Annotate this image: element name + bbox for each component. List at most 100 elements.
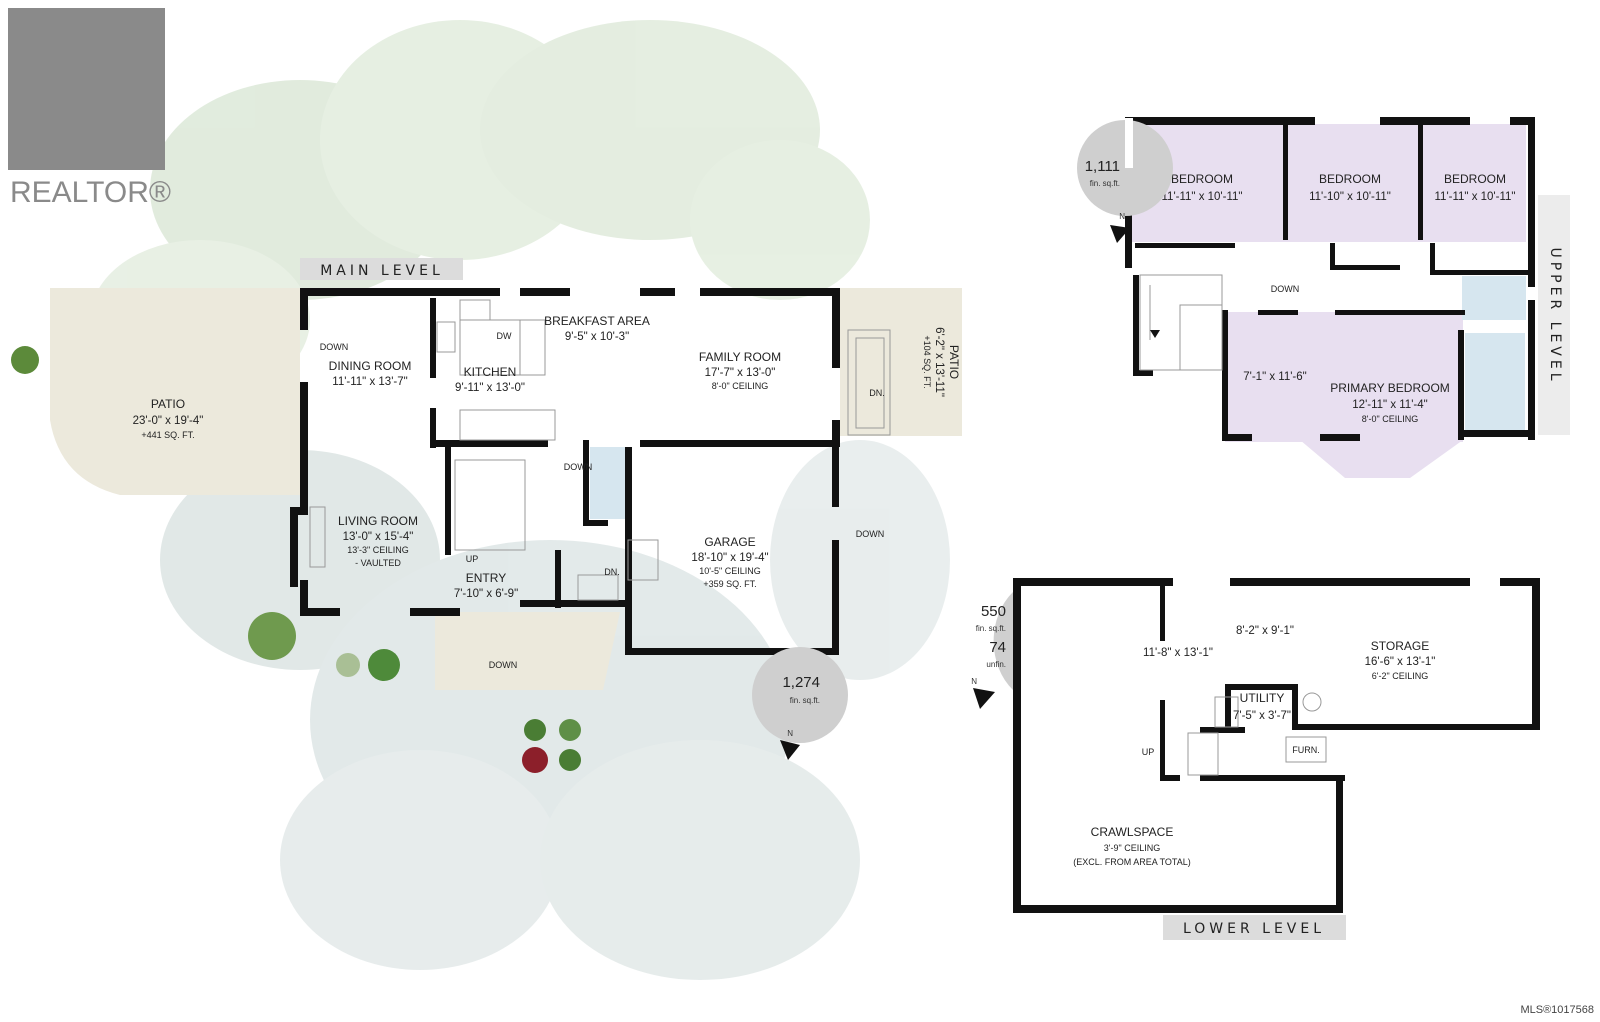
svg-text:GARAGE: GARAGE <box>704 535 755 549</box>
svg-text:7'-5" x 3'-7": 7'-5" x 3'-7" <box>1233 710 1291 722</box>
dishwasher-label: DW <box>497 331 512 341</box>
svg-text:11'-8" x 13'-1": 11'-8" x 13'-1" <box>1143 647 1213 659</box>
svg-text:fin. sq.ft.: fin. sq.ft. <box>790 696 820 705</box>
realtor-logo-text: REALTOR® <box>10 176 172 209</box>
svg-text:LIVING ROOM: LIVING ROOM <box>338 514 418 528</box>
foliage-background <box>90 20 950 980</box>
svg-text:1,111: 1,111 <box>1085 158 1120 175</box>
svg-text:9'-5" x 10'-3": 9'-5" x 10'-3" <box>565 331 629 343</box>
svg-text:23'-0" x 19'-4": 23'-0" x 19'-4" <box>133 415 204 427</box>
svg-text:PATIO: PATIO <box>151 397 185 411</box>
upper-level-fills <box>1130 124 1526 478</box>
svg-text:+441 SQ. FT.: +441 SQ. FT. <box>141 430 194 440</box>
svg-text:BREAKFAST AREA: BREAKFAST AREA <box>544 314 650 328</box>
lower-fixtures <box>1187 692 1327 776</box>
svg-text:PATIO: PATIO <box>947 345 961 379</box>
svg-text:3'-9" CEILING: 3'-9" CEILING <box>1104 843 1160 853</box>
svg-text:6'-2" CEILING: 6'-2" CEILING <box>1372 671 1428 681</box>
patio-east <box>840 288 962 436</box>
svg-text:(EXCL. FROM AREA TOTAL): (EXCL. FROM AREA TOTAL) <box>1073 857 1191 867</box>
patio-west <box>50 288 300 495</box>
svg-text:18'-10" x 19'-4": 18'-10" x 19'-4" <box>691 552 768 564</box>
svg-text:N: N <box>787 729 793 738</box>
svg-text:CRAWLSPACE: CRAWLSPACE <box>1091 825 1174 839</box>
lower-sqft-badge: 550 fin. sq.ft. 74 unfin. N <box>971 592 1013 709</box>
lower-level-walls <box>1013 578 1540 913</box>
svg-text:550: 550 <box>981 603 1006 620</box>
svg-text:+104 SQ. FT.: +104 SQ. FT. <box>922 335 932 388</box>
mls-watermark: MLS®1017568 <box>1520 1004 1594 1016</box>
shrubs <box>11 346 581 773</box>
svg-text:6'-2" x 13'-11": 6'-2" x 13'-11" <box>933 327 945 397</box>
svg-text:N: N <box>971 677 977 686</box>
svg-text:KITCHEN: KITCHEN <box>464 365 517 379</box>
svg-text:13'-0" x 15'-4": 13'-0" x 15'-4" <box>343 531 414 543</box>
north-arrow-icon <box>780 740 800 760</box>
upper-level-room-labels: BEDROOM 11'-11" x 10'-11" BEDROOM 11'-10… <box>1162 172 1516 424</box>
svg-text:BEDROOM: BEDROOM <box>1444 172 1506 186</box>
lower-level-label: LOWER LEVEL <box>1183 921 1325 937</box>
svg-text:8'-0" CEILING: 8'-0" CEILING <box>712 381 768 391</box>
lower-level-tab <box>1163 915 1346 940</box>
svg-text:1,274: 1,274 <box>782 674 820 691</box>
svg-text:DOWN: DOWN <box>856 529 885 539</box>
svg-text:DINING ROOM: DINING ROOM <box>329 359 412 373</box>
svg-text:PRIMARY BEDROOM: PRIMARY BEDROOM <box>1330 381 1450 395</box>
svg-text:11'-10" x 10'-11": 11'-10" x 10'-11" <box>1309 191 1391 203</box>
main-level-label: MAIN LEVEL <box>320 263 444 279</box>
svg-text:FURN.: FURN. <box>1292 745 1320 755</box>
svg-text:DOWN: DOWN <box>564 462 593 472</box>
stair-arrow-icon <box>1150 330 1160 338</box>
svg-text:8'-2" x 9'-1": 8'-2" x 9'-1" <box>1236 625 1294 637</box>
svg-text:unfin.: unfin. <box>986 660 1006 669</box>
main-level-tab <box>300 258 463 280</box>
svg-text:11'-11" x 13'-7": 11'-11" x 13'-7" <box>332 376 407 388</box>
svg-text:12'-11" x 11'-4": 12'-11" x 11'-4" <box>1352 399 1427 411</box>
svg-text:7'-1" x 11'-6": 7'-1" x 11'-6" <box>1243 371 1306 383</box>
realtor-logo-mark <box>8 8 165 170</box>
svg-text:fin. sq.ft.: fin. sq.ft. <box>976 624 1006 633</box>
svg-text:DOWN: DOWN <box>320 342 349 352</box>
svg-text:10'-5" CEILING: 10'-5" CEILING <box>699 566 760 576</box>
north-arrow-icon <box>973 688 995 709</box>
patio-steps <box>847 329 891 436</box>
svg-text:17'-7" x 13'-0": 17'-7" x 13'-0" <box>705 367 776 379</box>
svg-text:DOWN: DOWN <box>1271 284 1300 294</box>
upper-level-label: UPPER LEVEL <box>1547 247 1563 384</box>
svg-text:13'-3" CEILING: 13'-3" CEILING <box>347 545 408 555</box>
svg-text:UTILITY: UTILITY <box>1240 691 1285 705</box>
north-arrow-icon <box>1110 225 1130 243</box>
svg-text:DN.: DN. <box>869 388 885 398</box>
svg-text:7'-10" x 6'-9": 7'-10" x 6'-9" <box>454 588 518 600</box>
svg-text:+359 SQ. FT.: +359 SQ. FT. <box>703 579 756 589</box>
svg-text:8'-0" CEILING: 8'-0" CEILING <box>1362 414 1418 424</box>
main-level-room-labels: PATIO 23'-0" x 19'-4" +441 SQ. FT. DININ… <box>133 314 961 670</box>
svg-text:DOWN: DOWN <box>489 660 518 670</box>
svg-text:STORAGE: STORAGE <box>1371 639 1429 653</box>
svg-text:fin. sq.ft.: fin. sq.ft. <box>1090 179 1120 188</box>
front-step <box>435 612 620 690</box>
svg-text:FAMILY ROOM: FAMILY ROOM <box>699 350 781 364</box>
svg-text:UP: UP <box>466 554 479 564</box>
realtor-logo: REALTOR® <box>8 8 183 212</box>
svg-text:11'-11" x 10'-11": 11'-11" x 10'-11" <box>1162 191 1243 203</box>
svg-text:BEDROOM: BEDROOM <box>1171 172 1233 186</box>
main-powder-room <box>590 447 625 519</box>
svg-text:9'-11" x 13'-0": 9'-11" x 13'-0" <box>455 382 525 394</box>
upper-stairs <box>1139 274 1223 371</box>
lower-level-room-labels: 11'-8" x 13'-1" 8'-2" x 9'-1" STORAGE 16… <box>1073 625 1435 867</box>
upper-sqft-badge: 1,111 fin. sq.ft. N <box>1077 118 1173 243</box>
main-fixtures <box>309 299 659 601</box>
main-sqft-badge: 1,274 fin. sq.ft. N <box>752 647 848 760</box>
svg-text:16'-6" x 13'-1": 16'-6" x 13'-1" <box>1365 656 1436 668</box>
svg-text:ENTRY: ENTRY <box>466 571 506 585</box>
svg-text:DN.: DN. <box>604 567 620 577</box>
upper-level-walls <box>1125 117 1535 441</box>
svg-text:UP: UP <box>1142 747 1155 757</box>
svg-text:11'-11" x 10'-11": 11'-11" x 10'-11" <box>1435 191 1516 203</box>
svg-text:BEDROOM: BEDROOM <box>1319 172 1381 186</box>
svg-text:- VAULTED: - VAULTED <box>355 558 401 568</box>
svg-text:74: 74 <box>989 639 1006 656</box>
svg-text:N: N <box>1119 212 1125 221</box>
